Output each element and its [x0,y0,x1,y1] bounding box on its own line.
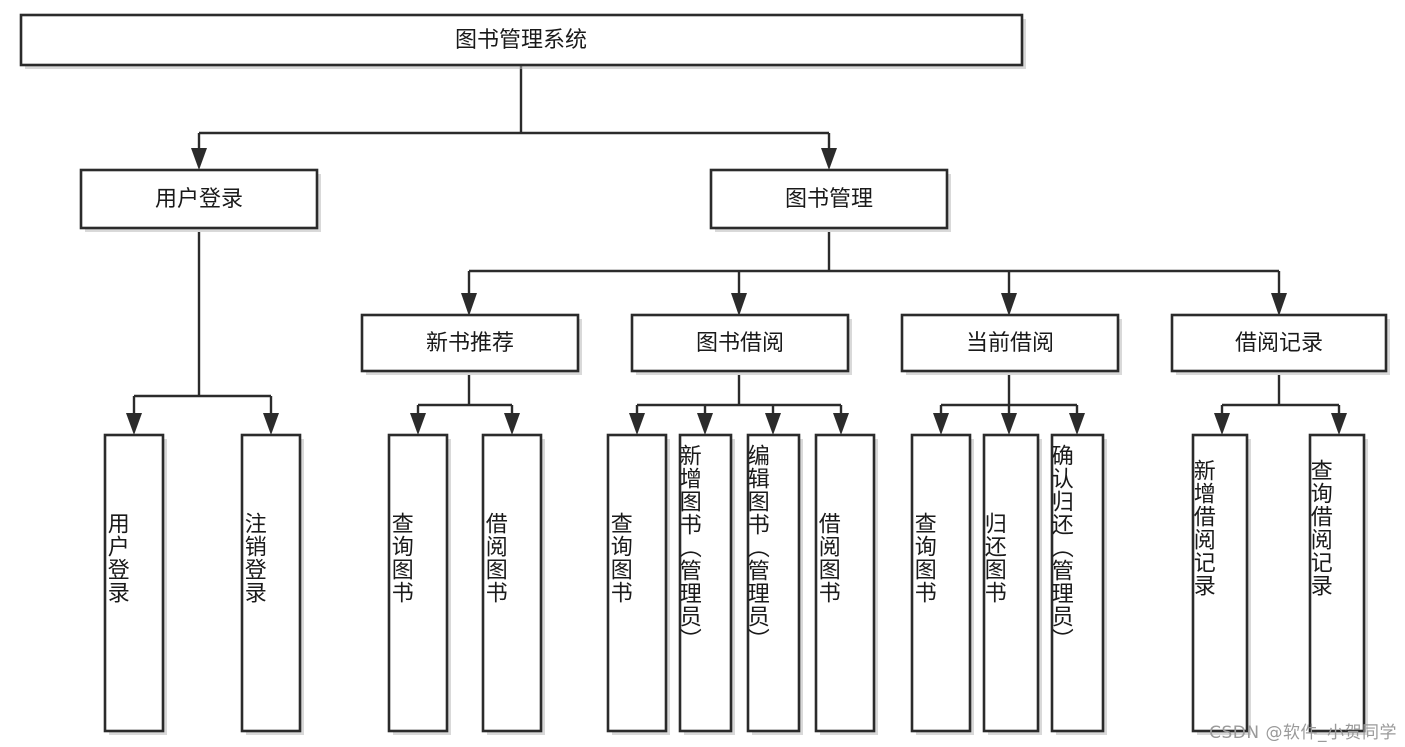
arrow-to-leaf-borrow-book-1 [504,413,520,435]
leaf-query-borrow-record-box[interactable] [1308,433,1366,733]
leaf-add-borrow-record-label: 新增借阅记录 [1190,459,1216,597]
root-box[interactable] [19,13,1024,67]
leaf-return-book[interactable]: 归还图书 [981,433,1042,735]
leaf-add-borrow-record-box[interactable] [1191,433,1249,733]
book-manage-label: 图书管理 [785,187,873,212]
arrow-to-book-borrow [731,293,747,316]
leaf-edit-book-admin-box[interactable] [746,433,801,733]
borrow-record-label: 借阅记录 [1235,331,1323,356]
node-root[interactable]: 图书管理系统 [19,13,1026,69]
user-login-label: 用户登录 [155,187,243,212]
arrow-to-leaf-edit-book-admin [765,413,781,435]
arrow-to-leaf-logout-login [263,413,279,435]
node-new-book-recommend[interactable]: 新书推荐 [360,313,582,375]
borrow-record-box[interactable] [1170,313,1388,373]
leaf-edit-book-admin[interactable]: 编辑图书（管理员） [744,433,803,735]
arrow-to-book-manage [821,148,837,170]
leaf-user-login-label: 用户登录 [104,512,130,604]
arrow-to-leaf-borrow-book-2 [833,413,849,435]
node-book-manage[interactable]: 图书管理 [709,168,951,232]
connector-layer [126,65,1347,435]
leaf-add-book-admin[interactable]: 新增图书（管理员） [676,433,735,735]
leaf-logout-login-label: 注销登录 [241,512,267,604]
node-user-login[interactable]: 用户登录 [79,168,321,232]
leaf-query-book-2-box[interactable] [606,433,668,733]
leaf-add-book-admin-box[interactable] [678,433,733,733]
leaf-query-book-3-box[interactable] [910,433,972,733]
arrow-to-leaf-add-borrow-record [1214,413,1230,435]
leaf-user-login-box[interactable] [103,433,165,733]
arrow-to-leaf-query-book-2 [629,413,645,435]
leaf-query-book-3[interactable]: 查询图书 [910,433,974,735]
leaf-confirm-return-admin[interactable]: 确认归还（管理员） [1048,433,1107,735]
new-book-recommend-box[interactable] [360,313,580,373]
current-borrow-box[interactable] [900,313,1120,373]
node-borrow-record[interactable]: 借阅记录 [1170,313,1390,375]
new-book-recommend-label: 新书推荐 [426,331,514,356]
arrow-to-leaf-add-book-admin [697,413,713,435]
leaf-edit-book-admin-label: 编辑图书（管理员） [744,444,770,651]
book-borrow-box[interactable] [630,313,850,373]
leaf-borrow-book-1[interactable]: 借阅图书 [481,433,545,735]
leaf-return-book-box[interactable] [982,433,1040,733]
arrow-to-user-login [191,148,207,170]
leaf-add-book-admin-label: 新增图书（管理员） [676,444,702,651]
leaf-query-book-2[interactable]: 查询图书 [606,433,670,735]
current-borrow-label: 当前借阅 [966,331,1054,356]
csdn-watermark: CSDN @软件_小贺同学 [1209,723,1397,743]
leaf-add-borrow-record[interactable]: 新增借阅记录 [1190,433,1251,735]
arrow-to-leaf-confirm-return-admin [1069,413,1085,435]
leaf-logout-login-box[interactable] [240,433,302,733]
leaf-user-login[interactable]: 用户登录 [103,433,167,735]
leaf-query-borrow-record[interactable]: 查询借阅记录 [1307,433,1368,735]
arrow-to-new-book-recommend [461,293,477,316]
leaf-confirm-return-admin-label: 确认归还（管理员） [1048,444,1074,651]
arrow-to-leaf-query-book-1 [410,413,426,435]
leaf-borrow-book-2-label: 借阅图书 [815,512,841,604]
arrow-to-leaf-query-borrow-record [1331,413,1347,435]
root-label: 图书管理系统 [455,28,587,53]
leaf-query-book-3-label: 查询图书 [911,512,937,604]
leaf-confirm-return-admin-box[interactable] [1050,433,1105,733]
leaf-query-book-1[interactable]: 查询图书 [387,433,451,735]
arrow-to-current-borrow [1001,293,1017,316]
leaf-borrow-book-2[interactable]: 借阅图书 [814,433,878,735]
leaf-borrow-book-1-label: 借阅图书 [482,512,508,604]
node-current-borrow[interactable]: 当前借阅 [900,313,1122,375]
leaf-query-borrow-record-label: 查询借阅记录 [1307,459,1333,597]
leaf-return-book-label: 归还图书 [981,512,1007,604]
arrow-to-leaf-query-book-3 [933,413,949,435]
leaf-logout-login[interactable]: 注销登录 [240,433,304,735]
leaf-borrow-book-1-box[interactable] [481,433,543,733]
arrow-to-leaf-return-book [1001,413,1017,435]
leaf-query-book-1-label: 查询图书 [388,512,414,604]
leaf-borrow-book-2-box[interactable] [814,433,876,733]
user-login-box[interactable] [79,168,319,230]
leaf-query-book-2-label: 查询图书 [607,512,633,604]
arrow-to-leaf-user-login [126,413,142,435]
node-book-borrow[interactable]: 图书借阅 [630,313,852,375]
book-manage-box[interactable] [709,168,949,230]
book-borrow-label: 图书借阅 [696,331,784,356]
arrow-to-borrow-record [1271,293,1287,316]
leaf-query-book-1-box[interactable] [387,433,449,733]
